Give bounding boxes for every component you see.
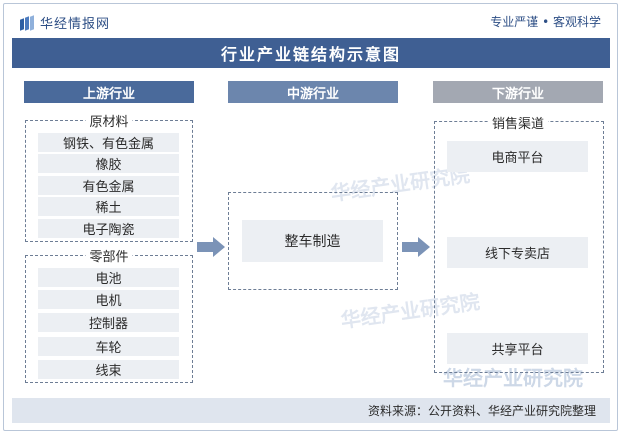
sales-channel-item: 共享平台: [447, 333, 588, 364]
midstream-group: [228, 192, 398, 290]
raw-material-item: 橡胶: [38, 154, 179, 173]
raw-materials-label: 原材料: [85, 111, 133, 130]
logo-icon: [20, 14, 34, 31]
raw-material-item: 电子陶瓷: [38, 219, 179, 238]
midstream-item: 整车制造: [242, 220, 383, 262]
part-item: 控制器: [38, 313, 179, 332]
sales-channel-item: 线下专卖店: [447, 237, 588, 268]
sales-channel-item: 电商平台: [447, 141, 588, 172]
column-header-midstream: 中游行业: [228, 81, 398, 103]
diagram-frame: [3, 3, 618, 431]
brand-logo: 华经情报网: [20, 13, 110, 32]
logo-text: 华经情报网: [40, 17, 111, 32]
source-bar: 资料来源：公开资料、华经产业研究院整理: [12, 398, 610, 423]
source-note: 资料来源：公开资料、华经产业研究院整理: [367, 404, 596, 418]
part-item: 车轮: [38, 337, 179, 356]
flow-arrow-icon: [197, 237, 225, 257]
diagram-title: 行业产业链结构示意图: [220, 45, 401, 64]
parts-label: 零部件: [85, 246, 133, 265]
slogan: 专业严谨 • 客观科学: [490, 15, 601, 29]
part-item: 电机: [38, 290, 179, 309]
sales-channel-label: 销售渠道: [487, 113, 549, 132]
part-item: 电池: [38, 268, 179, 287]
column-header-downstream: 下游行业: [433, 81, 603, 103]
title-bar: 行业产业链结构示意图: [12, 38, 610, 68]
raw-material-item: 有色金属: [38, 176, 179, 195]
column-header-upstream: 上游行业: [24, 81, 194, 103]
flow-arrow-icon: [402, 237, 430, 257]
raw-material-item: 钢铁、有色金属: [38, 133, 179, 152]
part-item: 线束: [38, 360, 179, 379]
raw-material-item: 稀土: [38, 197, 179, 216]
